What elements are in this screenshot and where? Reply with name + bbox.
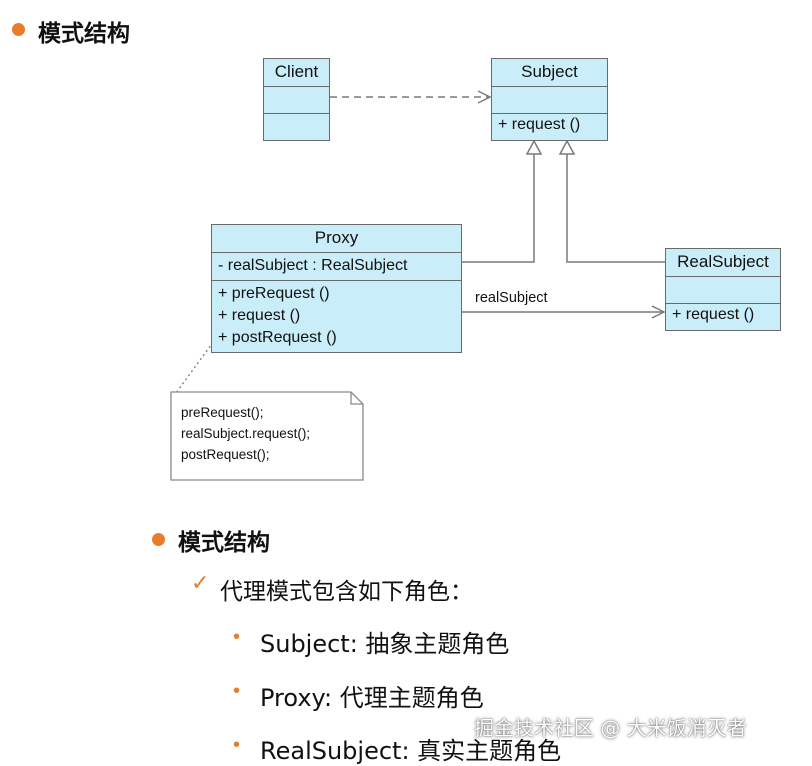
class-client-attributes <box>264 87 329 114</box>
roles-intro: 代理模式包含如下角色： <box>220 579 473 605</box>
class-subject-name: Subject <box>492 59 607 87</box>
realsubject-generalization-triangle <box>558 139 576 155</box>
role-item: RealSubject: 真实主题角色 <box>260 737 562 765</box>
note-shape <box>170 391 364 481</box>
class-proxy-operation: + preRequest () <box>218 285 330 302</box>
section-bullet-icon <box>152 533 165 546</box>
class-proxy-operation: + postRequest () <box>218 329 337 346</box>
uml-connectors <box>170 90 666 481</box>
bullet-dot-icon: • <box>233 734 241 756</box>
class-proxy-operations: + preRequest () + request () + postReque… <box>212 281 461 351</box>
realsubject-generalization-line <box>566 154 665 263</box>
class-proxy-operation: + request () <box>218 307 301 324</box>
class-subject-attributes <box>492 87 607 114</box>
class-subject: Subject + request () <box>491 58 608 141</box>
class-realsubject-operation: + request () <box>672 306 755 323</box>
watermark: 掘金技术社区 @ 大米饭消灭者 <box>474 716 747 740</box>
note-line: postRequest(); <box>181 447 270 462</box>
dependency-arrowhead <box>477 90 492 104</box>
class-proxy: Proxy - realSubject : RealSubject + preR… <box>211 224 462 353</box>
class-subject-operations: + request () <box>492 114 607 139</box>
note-fold <box>350 392 363 405</box>
page-title: 模式结构 <box>38 21 130 47</box>
class-realsubject-operations: + request () <box>666 304 780 329</box>
proxy-generalization-triangle <box>525 139 543 155</box>
section-heading: 模式结构 <box>178 530 270 556</box>
association-label: realSubject <box>475 290 548 306</box>
class-subject-operation: + request () <box>498 116 581 133</box>
note-anchor-line <box>175 329 223 394</box>
class-client: Client <box>263 58 330 141</box>
role-item: Subject: 抽象主题角色 <box>260 630 510 658</box>
note-line: realSubject.request(); <box>181 426 311 441</box>
class-client-name: Client <box>264 59 329 87</box>
class-realsubject: RealSubject + request () <box>665 248 781 331</box>
class-realsubject-name: RealSubject <box>666 249 780 277</box>
heading-bullet-icon <box>12 23 25 36</box>
checkmark-icon: ✓ <box>191 571 210 596</box>
role-item: Proxy: 代理主题角色 <box>260 684 484 712</box>
association-arrowhead <box>651 305 666 319</box>
class-proxy-name: Proxy <box>212 225 461 253</box>
bullet-dot-icon: • <box>233 626 241 648</box>
class-proxy-attributes: - realSubject : RealSubject <box>212 253 461 281</box>
uml-note: preRequest(); realSubject.request(); pos… <box>171 392 363 480</box>
class-realsubject-attributes <box>666 277 780 304</box>
class-client-operations <box>264 114 329 139</box>
class-proxy-attribute: - realSubject : RealSubject <box>218 257 408 274</box>
proxy-generalization-line <box>462 154 535 263</box>
bullet-dot-icon: • <box>233 680 241 702</box>
note-line: preRequest(); <box>181 405 264 420</box>
